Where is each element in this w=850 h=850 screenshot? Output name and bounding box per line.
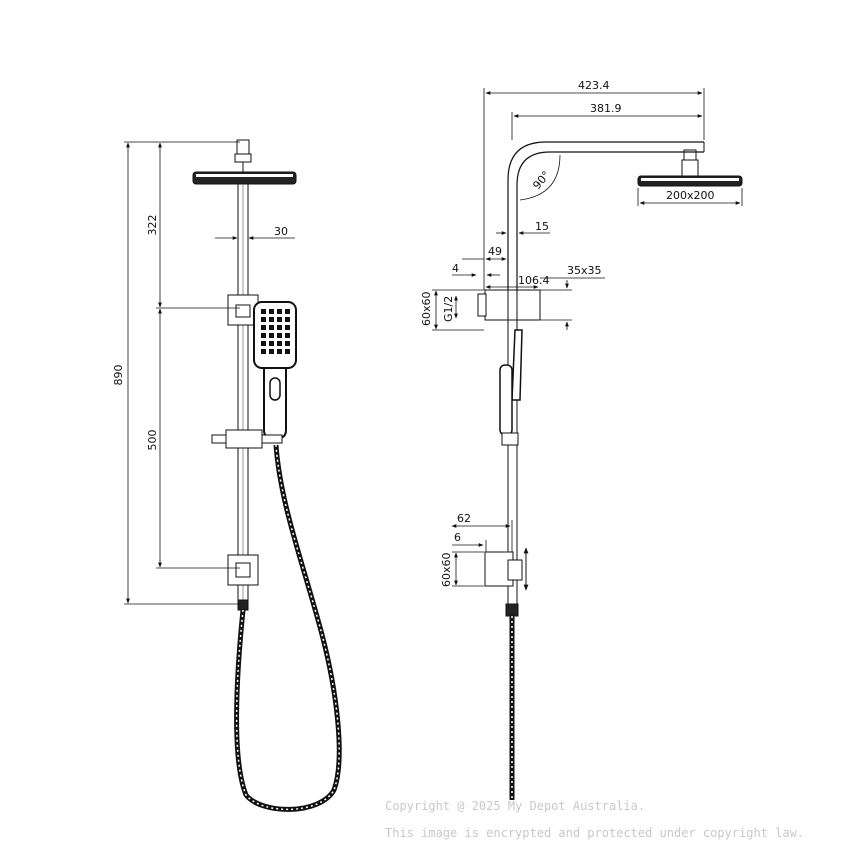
- dim-49: 49: [488, 245, 502, 258]
- dim-322: 322: [146, 215, 159, 236]
- dim-200x200: 200x200: [666, 189, 715, 202]
- dim-423-4: 423.4: [578, 79, 610, 92]
- dim-90-deg: 90°: [530, 169, 552, 192]
- dim-g1-2: G1/2: [442, 296, 455, 322]
- dim-6: 6: [454, 531, 461, 544]
- dim-30: 30: [274, 225, 288, 238]
- hand-shower-side: [511, 329, 523, 401]
- ceiling-nut: [234, 153, 252, 163]
- side-dimensions: [432, 88, 743, 587]
- dim-15: 15: [535, 220, 549, 233]
- hose-connector-front: [237, 599, 249, 611]
- dim-60x60-lower: 60x60: [440, 552, 453, 587]
- watermark-notice: This image is encrypted and protected un…: [385, 826, 805, 840]
- dim-60x60-upper: 60x60: [420, 291, 433, 326]
- hose-front: [234, 444, 342, 812]
- front-dimensions: [124, 141, 295, 605]
- side-pipe-outer: [507, 141, 704, 300]
- dim-106-4: 106.4: [518, 274, 550, 287]
- side-pipe-inner: [516, 151, 704, 300]
- dim-35x35: 35x35: [567, 264, 602, 277]
- dim-4: 4: [452, 262, 459, 275]
- side-view: [477, 141, 743, 800]
- mixer-body: [484, 289, 541, 321]
- dim-500: 500: [146, 430, 159, 451]
- front-view: [192, 139, 342, 812]
- rain-head-front: [192, 171, 297, 185]
- dim-381-9: 381.9: [590, 102, 622, 115]
- watermark-copyright: Copyright @ 2025 My Depot Australia.: [385, 799, 646, 813]
- dim-62: 62: [457, 512, 471, 525]
- dim-890: 890: [112, 365, 125, 386]
